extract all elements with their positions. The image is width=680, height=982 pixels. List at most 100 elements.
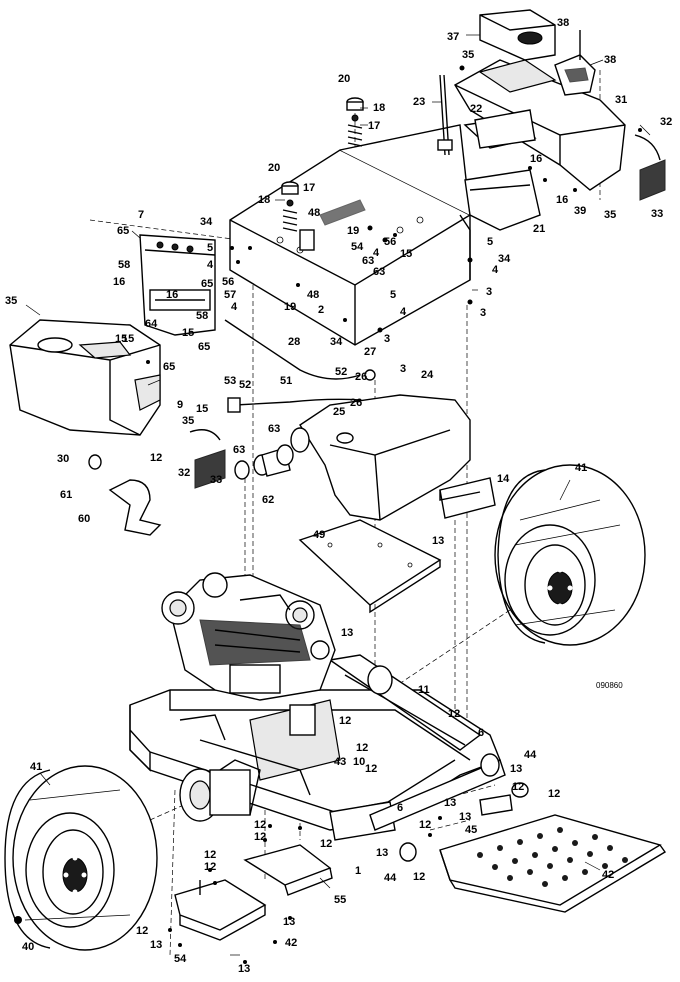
callout-label: 26 <box>355 371 367 383</box>
callout-label: 4 <box>492 264 499 276</box>
callout-label: 16 <box>113 276 125 288</box>
callout-label: 22 <box>470 103 482 115</box>
callout-label: 32 <box>660 116 672 128</box>
callout-label: 13 <box>376 847 388 859</box>
callout-label: 10 <box>353 756 365 768</box>
platform-bushings <box>399 782 529 862</box>
callout-label: 58 <box>118 259 130 271</box>
callout-label: 11 <box>418 684 430 696</box>
callout-label: 58 <box>196 310 208 322</box>
callout-label: 45 <box>465 824 477 836</box>
callout-label: 12 <box>339 715 351 727</box>
callout-label: 32 <box>178 467 190 479</box>
callout-label: 5 <box>390 289 396 301</box>
spring-assembly-upper <box>346 97 364 147</box>
callout-label: 3 <box>480 307 486 319</box>
callout-label: 52 <box>239 379 251 391</box>
fuel-tank <box>290 394 471 521</box>
callout-label: 30 <box>57 453 69 465</box>
callout-label: 17 <box>303 182 315 194</box>
callout-label: 53 <box>224 375 236 387</box>
seat-support-frame <box>229 124 471 346</box>
control-lever <box>437 74 453 156</box>
callout-label: 48 <box>308 207 320 219</box>
callout-label: 35 <box>462 49 474 61</box>
callout-label: 15 <box>182 327 194 339</box>
callout-label: 21 <box>533 223 545 235</box>
callout-label: 12 <box>548 788 560 800</box>
callout-label: 5 <box>207 242 213 254</box>
callout-label: 4 <box>373 247 380 259</box>
callout-label: 15 <box>196 403 208 415</box>
callout-label: 56 <box>384 236 396 248</box>
callout-label: 35 <box>182 415 194 427</box>
callout-label: 12 <box>254 819 266 831</box>
callout-label: 26 <box>350 397 362 409</box>
callout-label: 7 <box>138 209 144 221</box>
callout-label: 12 <box>150 452 162 464</box>
callout-label: 4 <box>400 306 407 318</box>
callout-label: 49 <box>313 529 325 541</box>
callout-label: 65 <box>163 361 175 373</box>
callout-label: 27 <box>364 346 376 358</box>
left-rear-tire <box>4 765 158 951</box>
callout-label: 34 <box>330 336 343 348</box>
callout-label: 12 <box>136 925 148 937</box>
lower-bracket-54 <box>243 844 333 896</box>
callout-label: 090860 <box>596 681 623 690</box>
callout-label: 2 <box>318 304 324 316</box>
callout-label: 54 <box>351 241 364 253</box>
callout-label: 34 <box>498 253 511 265</box>
callout-label: 12 <box>419 819 431 831</box>
spring-assembly-lower <box>281 181 299 232</box>
main-frame <box>129 654 506 841</box>
engine-mount-plate <box>298 519 442 614</box>
callout-label: 14 <box>497 473 510 485</box>
callout-label: 19 <box>347 225 359 237</box>
callout-label: 64 <box>145 318 158 330</box>
callout-label: 13 <box>432 535 444 547</box>
lower-bracket-53 <box>174 879 267 941</box>
wheel-motor <box>179 759 261 822</box>
callout-label: 52 <box>335 366 347 378</box>
hardware-fasteners <box>14 65 642 964</box>
callout-label: 35 <box>5 295 17 307</box>
callout-label: 61 <box>60 489 72 501</box>
callout-label: 20 <box>338 73 350 85</box>
callout-label: 12 <box>413 871 425 883</box>
callout-label: 4 <box>207 259 214 271</box>
callout-label: 38 <box>604 54 616 66</box>
right-control-module <box>479 9 596 96</box>
callout-label: 6 <box>478 727 484 739</box>
callout-label: 9 <box>177 399 183 411</box>
callout-label: 54 <box>174 953 187 965</box>
callout-label: 42 <box>602 869 614 881</box>
callout-label: 16 <box>530 153 542 165</box>
callout-label: 41 <box>575 462 587 474</box>
callout-label: 63 <box>233 444 245 456</box>
callout-label: 18 <box>258 194 270 206</box>
grille-right <box>634 134 666 201</box>
console-bracket <box>464 109 541 231</box>
callout-label: 1 <box>355 865 361 877</box>
callout-label: 28 <box>288 336 300 348</box>
callout-label: 13 <box>238 963 250 975</box>
callout-label: 65 <box>198 341 210 353</box>
grille-left <box>189 429 226 489</box>
callout-label: 44 <box>384 872 397 884</box>
callout-leaders <box>25 34 651 956</box>
callout-label: 44 <box>524 749 537 761</box>
callout-label: 65 <box>117 225 129 237</box>
callout-label: 3 <box>486 286 492 298</box>
callout-label: 12 <box>254 831 266 843</box>
tank-bracket <box>439 477 496 519</box>
callout-label: 35 <box>604 209 616 221</box>
callout-label: 19 <box>284 301 296 313</box>
callout-label: 51 <box>280 375 292 387</box>
callout-label: 5 <box>487 236 493 248</box>
callout-label: 18 <box>373 102 385 114</box>
callout-labels: 37 38 38 35 20 18 17 23 22 31 32 16 16 3… <box>5 17 672 975</box>
callout-label: 3 <box>384 333 390 345</box>
callout-label: 12 <box>204 849 216 861</box>
